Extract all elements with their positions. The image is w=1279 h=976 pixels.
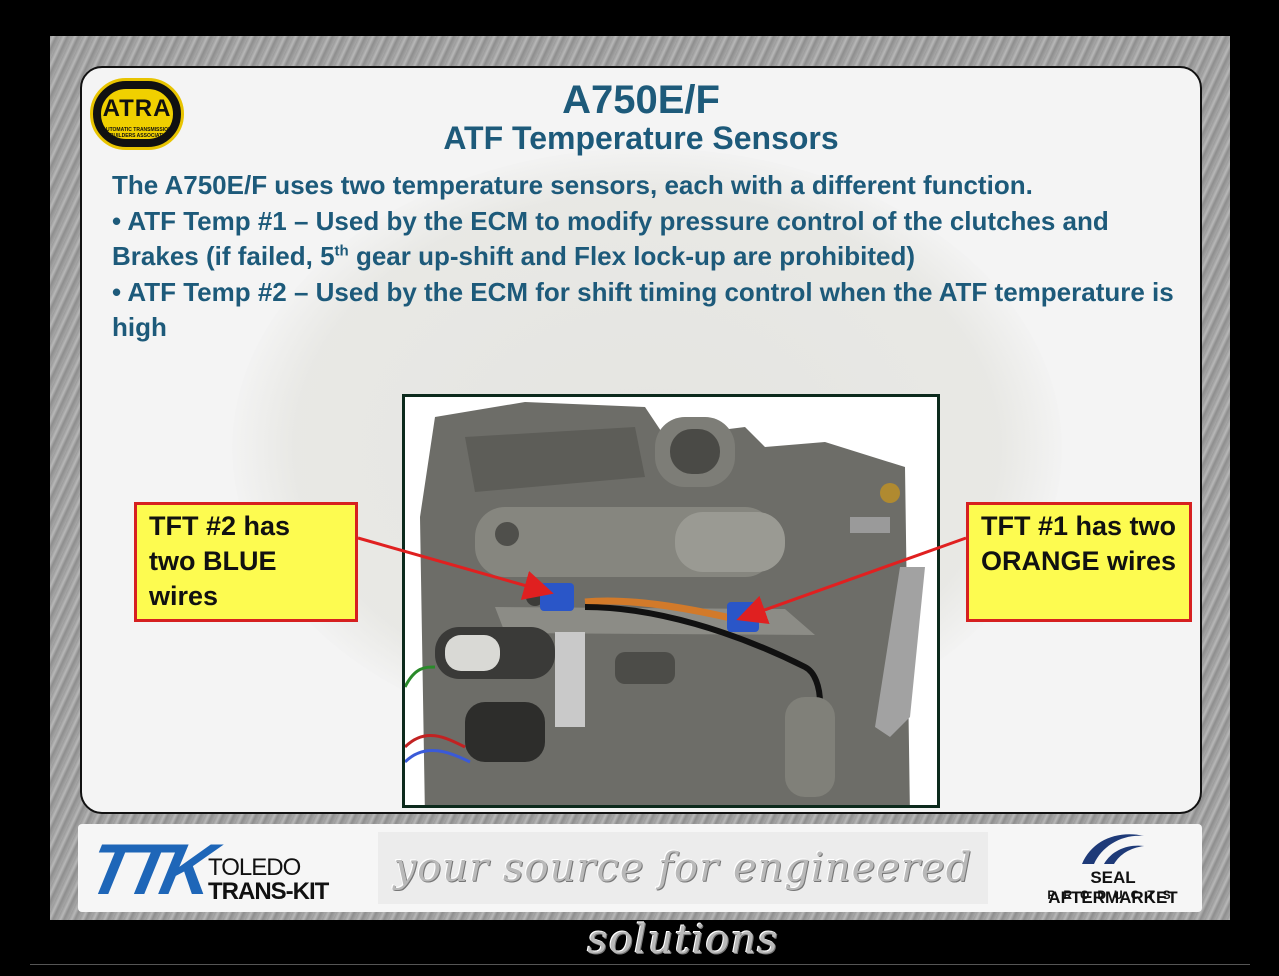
bottom-divider (30, 964, 1250, 965)
callout-tft-2: TFT #2 has two BLUE wires (134, 502, 358, 622)
content-panel: ATRA AUTOMATIC TRANSMISSION REBUILDERS A… (80, 66, 1202, 814)
slide-title: A750E/F (562, 78, 720, 122)
seal-swoosh-icon (1082, 834, 1144, 864)
seal-logo-products: PRODUCTS (1047, 888, 1179, 902)
toledo-trans-kit-logo: TTK TOLEDO TRANS-KIT (81, 830, 360, 910)
body-text: The A750E/F uses two temperature sensors… (112, 168, 1182, 346)
seal-logo-name: SEAL AFTERMARKET (1048, 868, 1178, 907)
ttk-logo-mark: TTK (81, 830, 215, 910)
atra-logo-subtitle: AUTOMATIC TRANSMISSION REBUILDERS ASSOCI… (102, 127, 172, 139)
intro-text: The A750E/F uses two temperature sensors… (112, 170, 1033, 200)
valve-body-illustration (405, 397, 937, 805)
bullet-atf-temp-1: • ATF Temp #1 – Used by the ECM to modif… (112, 205, 1109, 272)
valve-body-photo (402, 394, 940, 808)
seal-aftermarket-logo: SEAL AFTERMARKET PRODUCTS (1028, 830, 1198, 908)
tagline: your source for engineered solutions (378, 832, 988, 963)
atra-logo: ATRA AUTOMATIC TRANSMISSION REBUILDERS A… (90, 78, 184, 150)
slide-subtitle: ATF Temperature Sensors (443, 120, 839, 156)
footer-banner: TTK TOLEDO TRANS-KIT your source for eng… (78, 824, 1202, 963)
ttk-logo-name-line1: TOLEDO (208, 854, 301, 881)
callout-tft-1: TFT #1 has two ORANGE wires (966, 502, 1192, 622)
bullet-atf-temp-2: • ATF Temp #2 – Used by the ECM for shif… (112, 276, 1174, 343)
atra-logo-word: ATRA (102, 95, 172, 122)
ttk-logo-name-line2: TRANS-KIT (208, 878, 329, 905)
slide: ATRA AUTOMATIC TRANSMISSION REBUILDERS A… (50, 36, 1230, 963)
